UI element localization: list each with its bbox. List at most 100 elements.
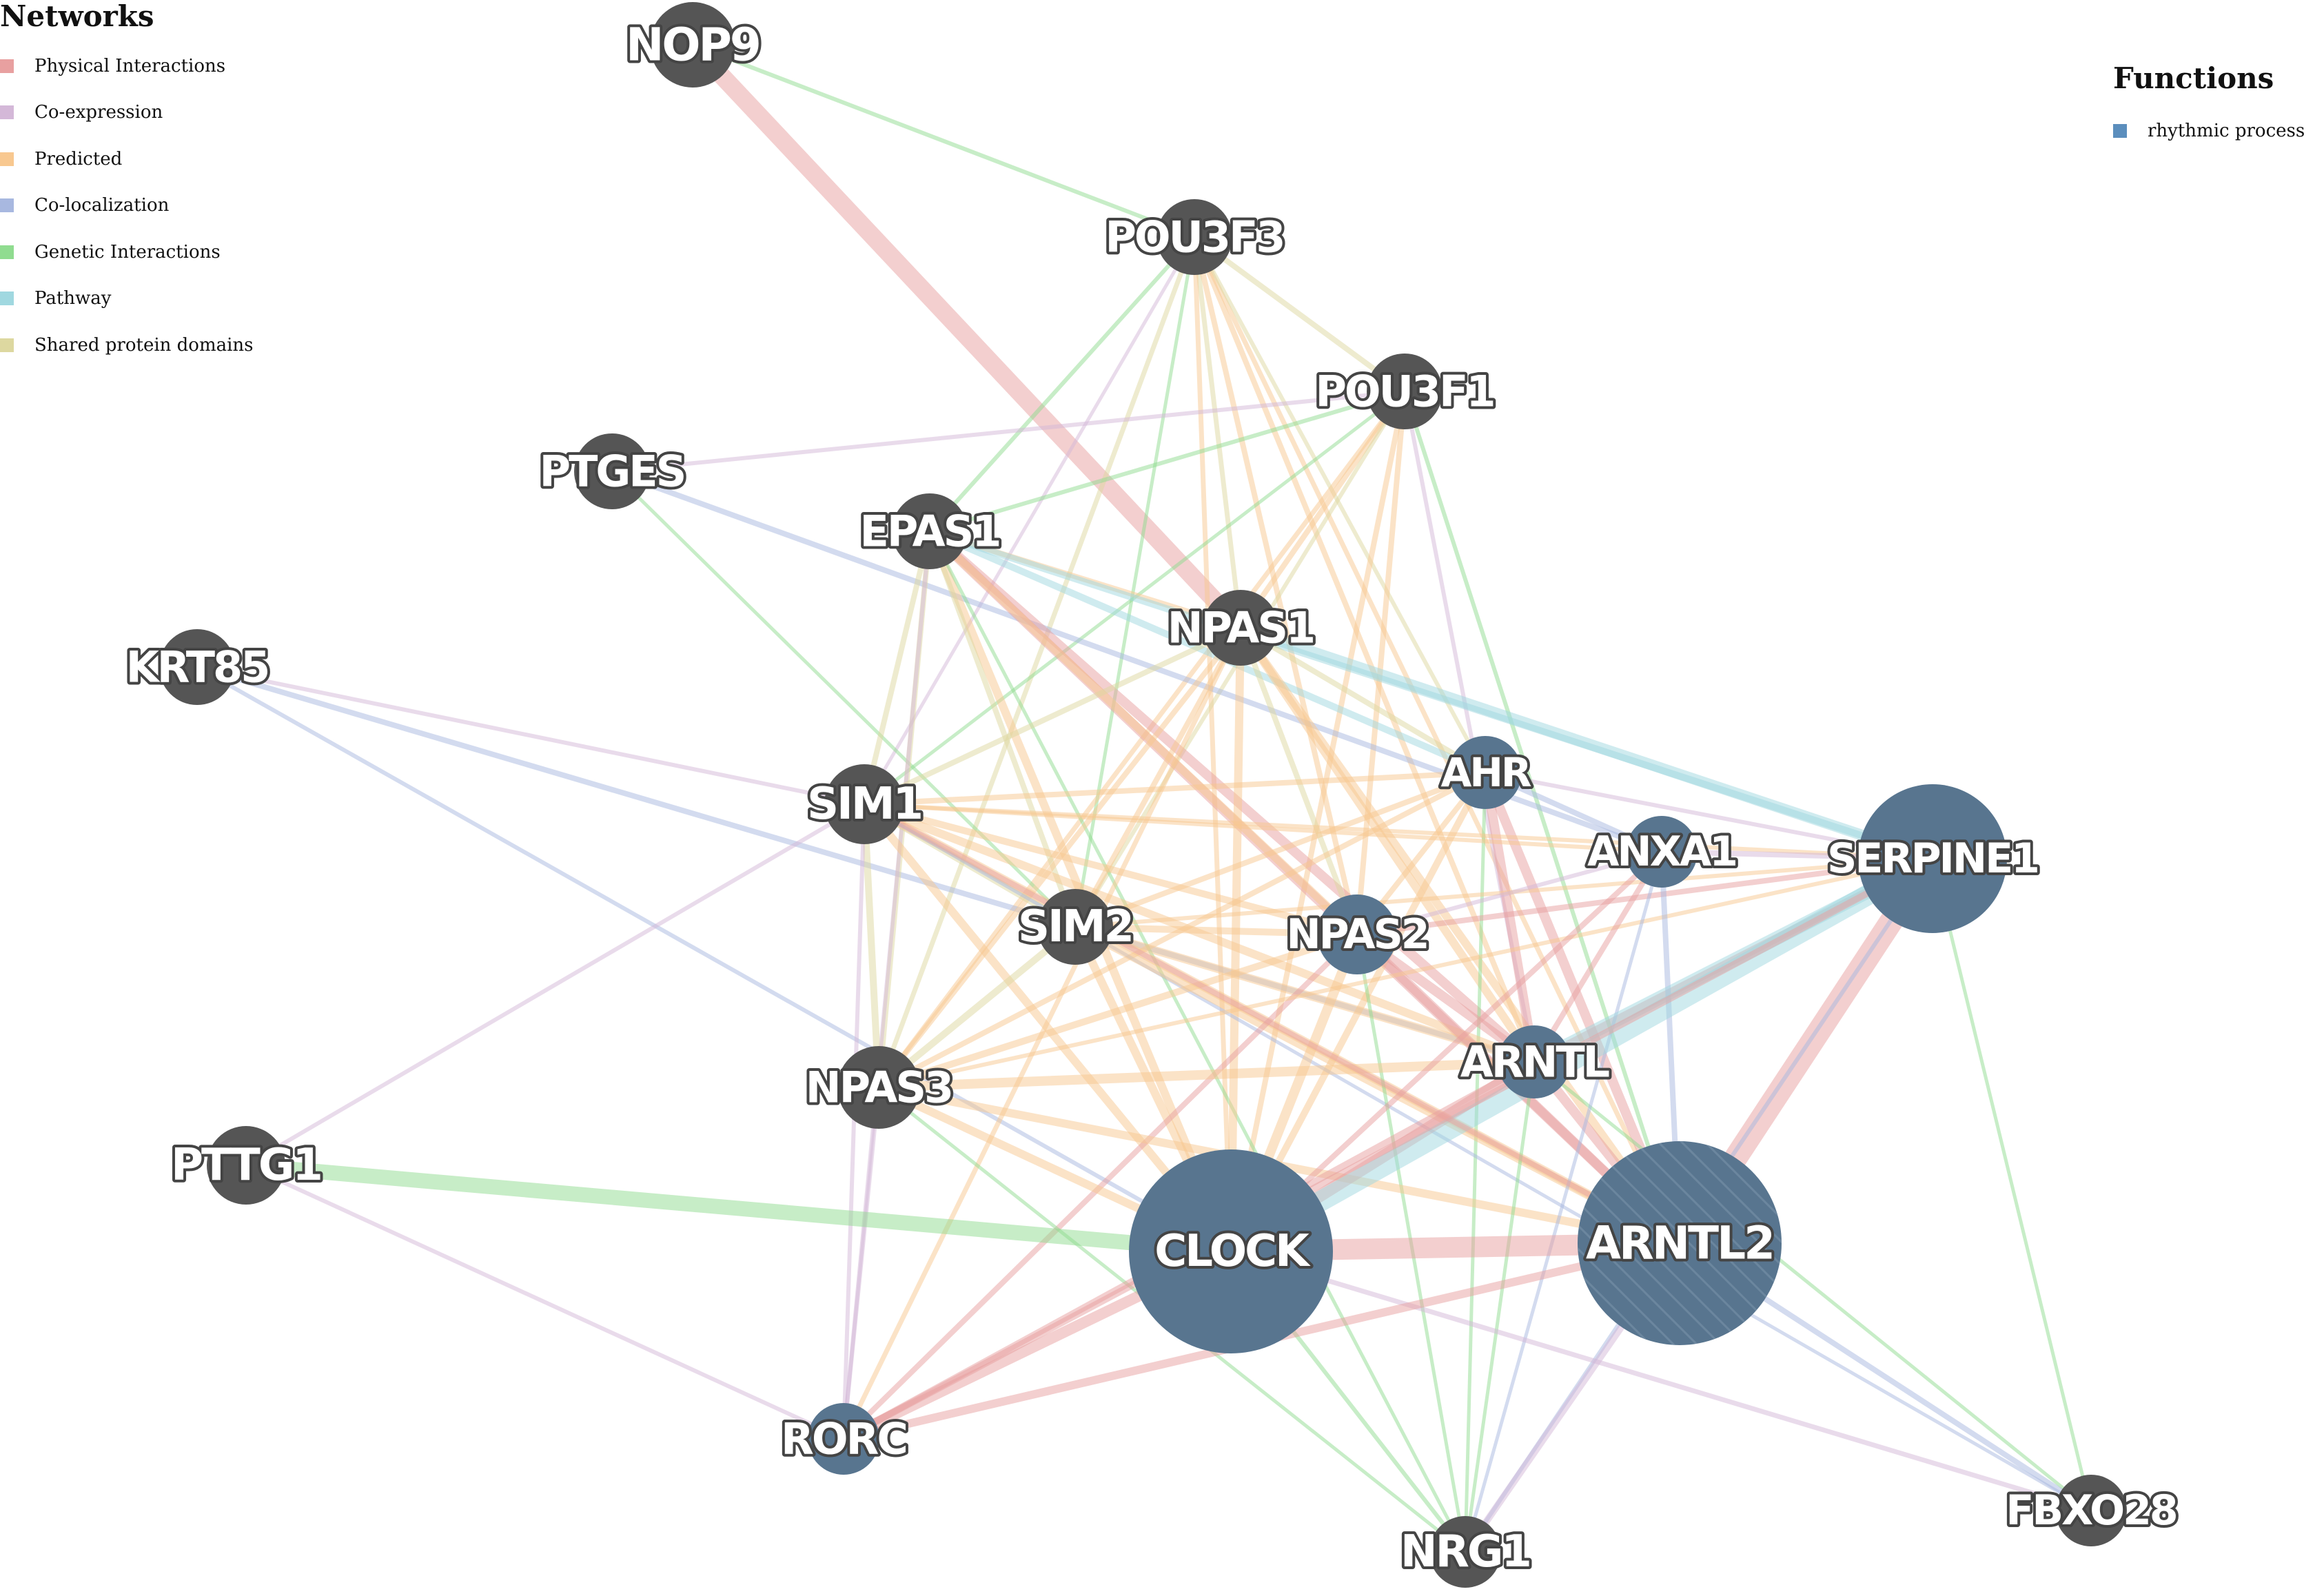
- functions-legend-item: rhythmic process: [2113, 108, 2305, 154]
- node-circle[interactable]: [1317, 894, 1397, 974]
- node-sim2[interactable]: SIM2: [1015, 889, 1137, 965]
- networks-legend-item: Genetic Interactions: [0, 229, 254, 276]
- legend-swatch: [0, 245, 14, 259]
- node-nrg1[interactable]: NRG1: [1398, 1516, 1535, 1588]
- edge-arntl-nrg1: [1463, 1060, 1536, 1554]
- edge-epas1-npas2: [926, 527, 1361, 939]
- edge-sim2-npas3: [875, 923, 1079, 1091]
- node-circle[interactable]: [1037, 889, 1113, 965]
- node-circle[interactable]: [837, 1046, 920, 1129]
- edge-epas1-sim2: [927, 529, 1078, 930]
- edge-npas2-serpine1: [1354, 856, 1935, 937]
- node-circle[interactable]: [824, 764, 904, 844]
- node-clock[interactable]: CLOCK: [1129, 1149, 1333, 1353]
- edge-sim1-npas3: [861, 801, 882, 1091]
- node-npas3[interactable]: NPAS3: [803, 1046, 957, 1129]
- node-arntl[interactable]: ARNTL: [1458, 1025, 1614, 1098]
- legend-label: Pathway: [34, 288, 112, 309]
- node-label: ANXA1: [1587, 828, 1736, 876]
- node-circle[interactable]: [574, 433, 650, 509]
- node-label: ARNTL: [1460, 1037, 1609, 1087]
- node-serpine1[interactable]: SERPINE1: [1824, 784, 2043, 933]
- node-sim1[interactable]: SIM1: [804, 764, 926, 844]
- edge-pou3f3-npas3: [876, 234, 1197, 1090]
- node-circle[interactable]: [1156, 199, 1232, 275]
- node-circle[interactable]: [1449, 736, 1522, 809]
- node-label: ARNTL2: [1586, 1217, 1773, 1270]
- functions-legend-title: Functions: [2113, 61, 2274, 95]
- legend-label: Co-expression: [34, 102, 163, 123]
- edge-npas1-sim1: [862, 625, 1243, 807]
- edge-epas1-nrg1: [928, 529, 1467, 1554]
- node-krt85[interactable]: KRT85: [123, 629, 273, 705]
- edge-ahr-arntl: [1480, 768, 1539, 1067]
- edge-pou3f3-npas1: [1192, 234, 1243, 631]
- node-pou3f3[interactable]: POU3F3: [1102, 199, 1289, 275]
- edge-npas2-anxa1: [1355, 850, 1664, 937]
- node-npas2[interactable]: NPAS2: [1283, 894, 1433, 974]
- node-circle[interactable]: [1429, 1516, 1501, 1588]
- node-circle[interactable]: [892, 493, 968, 569]
- edge-epas1-sim1: [862, 529, 932, 807]
- node-circle[interactable]: [1626, 816, 1698, 888]
- edge-serpine1-rorc: [840, 855, 1936, 1442]
- node-pou3f1[interactable]: POU3F1: [1312, 354, 1499, 429]
- networks-legend-item: Predicted: [0, 136, 254, 183]
- node-label: NPAS2: [1286, 910, 1427, 959]
- node-circle[interactable]: [1498, 1025, 1571, 1098]
- node-circle[interactable]: [808, 1403, 879, 1475]
- legend-swatch: [0, 338, 14, 352]
- node-anxa1[interactable]: ANXA1: [1584, 816, 1741, 888]
- node-npas1[interactable]: NPAS1: [1165, 590, 1318, 666]
- edge-pou3f1-arntl2: [1403, 389, 1682, 1245]
- node-label: NPAS1: [1168, 603, 1314, 653]
- legend-label: Shared protein domains: [34, 334, 254, 356]
- node-label: FBXO28: [2006, 1486, 2177, 1535]
- node-label: CLOCK: [1154, 1226, 1311, 1277]
- node-label: RORC: [781, 1414, 906, 1464]
- edge-pou3f1-epas1: [928, 389, 1407, 533]
- edge-pou3f3-sim1: [862, 235, 1196, 806]
- node-circle[interactable]: [1367, 354, 1443, 429]
- edge-nop9-pou3f3: [691, 43, 1196, 239]
- functions-legend: Functions rhythmic process: [2113, 62, 2305, 154]
- edge-pttg1-rorc: [244, 1163, 846, 1441]
- networks-legend-item: Pathway: [0, 276, 254, 323]
- edge-arntl-fbxo28: [1532, 1060, 2093, 1513]
- node-fbxo28[interactable]: FBXO28: [2003, 1475, 2181, 1546]
- legend-swatch: [2113, 123, 2127, 138]
- node-label: PTGES: [540, 447, 685, 497]
- edge-pou3f1-npas3: [876, 389, 1407, 1090]
- node-ptges[interactable]: PTGES: [537, 433, 689, 509]
- edge-pou3f3-npas2: [1192, 234, 1360, 937]
- node-circle[interactable]: [207, 1126, 285, 1205]
- node-label: NOP9: [626, 19, 760, 72]
- edge-npas1-clock: [1227, 624, 1245, 1256]
- edge-pou3f3-pou3f1: [1192, 234, 1407, 394]
- node-circle[interactable]: [1129, 1149, 1333, 1353]
- edge-epas1-arntl: [925, 526, 1539, 1067]
- node-arntl2[interactable]: ARNTL2: [1578, 1141, 1782, 1345]
- node-label: EPAS1: [860, 507, 1000, 557]
- node-ahr[interactable]: AHR: [1438, 736, 1536, 809]
- node-circle[interactable]: [1858, 784, 2007, 933]
- edge-npas1-ahr: [1238, 625, 1488, 775]
- node-circle[interactable]: [1203, 590, 1278, 666]
- node-circle[interactable]: [2055, 1475, 2127, 1546]
- legend-label: Genetic Interactions: [34, 241, 221, 263]
- edge-nop9-npas1: [684, 36, 1250, 637]
- node-rorc[interactable]: RORC: [778, 1403, 911, 1475]
- node-nop9[interactable]: NOP9: [623, 2, 764, 88]
- edge-ahr-serpine1: [1483, 770, 1935, 861]
- node-pttg1[interactable]: PTTG1: [168, 1126, 326, 1205]
- edge-pou3f1-clock: [1228, 389, 1407, 1254]
- edge-npas3-rorc: [842, 1085, 881, 1441]
- edge-pou3f3-clock: [1192, 234, 1234, 1254]
- node-circle[interactable]: [650, 2, 735, 88]
- edge-npas2-npas3: [875, 931, 1360, 1091]
- node-label: AHR: [1440, 749, 1531, 796]
- node-epas1[interactable]: EPAS1: [857, 493, 1004, 569]
- node-circle[interactable]: [159, 629, 235, 705]
- edge-ptges-sim2: [610, 469, 1077, 929]
